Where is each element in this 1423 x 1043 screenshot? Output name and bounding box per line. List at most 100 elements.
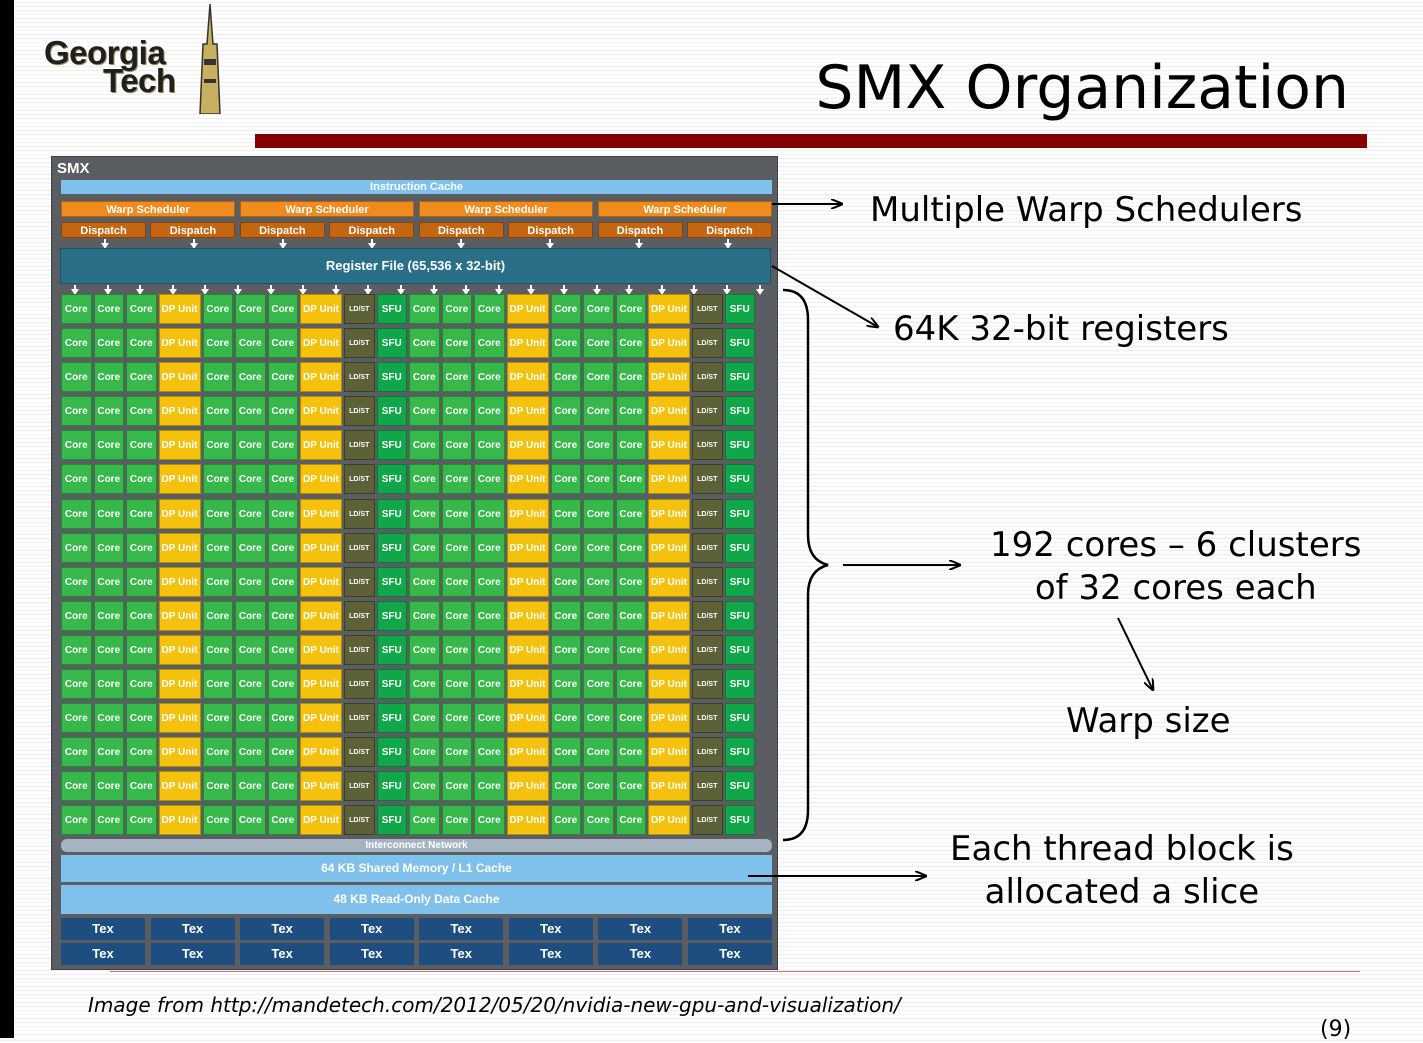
image-source-caption: Image from http://mandetech.com/2012/05/… (88, 993, 901, 1017)
core-unit: Core (409, 771, 440, 802)
ldst-unit: LD/ST (344, 498, 375, 529)
dp-unit: DP Unit (648, 703, 690, 734)
core-unit: Core (615, 566, 646, 597)
core-unit: Core (202, 669, 233, 700)
dp-unit: DP Unit (648, 737, 690, 768)
core-unit: Core (93, 464, 124, 495)
down-arrow-icon (724, 239, 732, 249)
dispatch-unit: Dispatch (508, 222, 594, 238)
down-arrow-icon (368, 239, 376, 249)
core-unit: Core (126, 396, 157, 427)
dp-unit: DP Unit (648, 805, 690, 836)
smx-diagram: SMX Instruction Cache Warp Scheduler War… (51, 156, 778, 970)
core-unit: Core (474, 703, 505, 734)
dp-unit: DP Unit (506, 532, 549, 563)
core-unit: Core (583, 294, 614, 324)
dp-unit: DP Unit (648, 498, 690, 529)
core-unit: Core (615, 498, 646, 529)
dp-unit: DP Unit (648, 532, 690, 563)
down-arrow-icon (266, 285, 275, 295)
core-unit: Core (550, 566, 581, 597)
core-unit: Core (93, 566, 124, 597)
core-unit: Core (61, 805, 92, 836)
core-unit: Core (583, 362, 614, 393)
sfu-unit: SFU (724, 600, 755, 631)
annotation-thread-block-line1: Each thread block is (950, 829, 1294, 869)
core-unit: Core (474, 805, 505, 836)
dp-unit: DP Unit (158, 464, 201, 495)
tex-unit: Tex (687, 918, 772, 940)
sfu-unit: SFU (376, 464, 407, 495)
core-unit: Core (550, 532, 581, 563)
ldst-unit: LD/ST (344, 771, 375, 802)
core-unit: Core (267, 362, 298, 393)
core-unit: Core (583, 703, 614, 734)
dispatch-unit: Dispatch (418, 222, 504, 238)
dp-unit: DP Unit (300, 771, 342, 802)
down-arrow-icon (429, 285, 438, 295)
warp-scheduler: Warp Scheduler (598, 201, 772, 217)
instruction-cache: Instruction Cache (61, 180, 772, 194)
sfu-unit: SFU (724, 566, 755, 597)
core-unit: Core (267, 703, 298, 734)
annotation-cores-line1: 192 cores – 6 clusters (990, 525, 1362, 565)
core-unit: Core (202, 634, 233, 665)
core-unit: Core (235, 498, 266, 529)
core-unit: Core (126, 669, 157, 700)
footer-rule (110, 971, 1360, 972)
down-arrow-icon (101, 239, 109, 249)
core-unit: Core (550, 737, 581, 768)
ldst-unit: LD/ST (692, 805, 723, 836)
core-unit: Core (235, 328, 266, 359)
dp-unit: DP Unit (506, 328, 549, 359)
core-unit: Core (441, 362, 472, 393)
ldst-unit: LD/ST (344, 600, 375, 631)
core-unit: Core (61, 703, 92, 734)
core-unit: Core (267, 634, 298, 665)
core-unit: Core (409, 396, 440, 427)
ldst-unit: LD/ST (344, 328, 375, 359)
annotation-warp-schedulers: Multiple Warp Schedulers (870, 190, 1303, 230)
dispatch-unit: Dispatch (329, 222, 415, 238)
core-unit: Core (409, 566, 440, 597)
core-unit: Core (474, 294, 505, 324)
core-unit: Core (126, 362, 157, 393)
core-unit: Core (441, 737, 472, 768)
sfu-unit: SFU (376, 566, 407, 597)
core-unit: Core (474, 566, 505, 597)
dp-unit: DP Unit (158, 328, 201, 359)
core-unit: Core (409, 294, 440, 324)
core-unit: Core (615, 328, 646, 359)
dispatch-unit: Dispatch (150, 222, 236, 238)
core-unit: Core (615, 771, 646, 802)
annotation-registers: 64K 32-bit registers (893, 309, 1229, 349)
core-unit: Core (583, 396, 614, 427)
dp-unit: DP Unit (648, 464, 690, 495)
dp-unit: DP Unit (648, 396, 690, 427)
core-unit: Core (267, 396, 298, 427)
core-unit: Core (441, 566, 472, 597)
dp-unit: DP Unit (158, 669, 201, 700)
sfu-unit: SFU (724, 703, 755, 734)
core-unit: Core (235, 294, 266, 324)
sfu-unit: SFU (376, 634, 407, 665)
dp-unit: DP Unit (506, 566, 549, 597)
tex-unit: Tex (240, 918, 325, 940)
core-unit: Core (202, 771, 233, 802)
sfu-unit: SFU (724, 464, 755, 495)
dp-unit: DP Unit (648, 634, 690, 665)
core-unit: Core (126, 805, 157, 836)
sfu-unit: SFU (376, 328, 407, 359)
dp-unit: DP Unit (158, 805, 201, 836)
down-arrow-icon (546, 239, 554, 249)
core-unit: Core (474, 600, 505, 631)
ldst-unit: LD/ST (344, 737, 375, 768)
core-unit: Core (583, 600, 614, 631)
down-arrow-icon (364, 285, 373, 295)
core-unit: Core (474, 498, 505, 529)
core-unit: Core (441, 600, 472, 631)
dp-unit: DP Unit (648, 669, 690, 700)
